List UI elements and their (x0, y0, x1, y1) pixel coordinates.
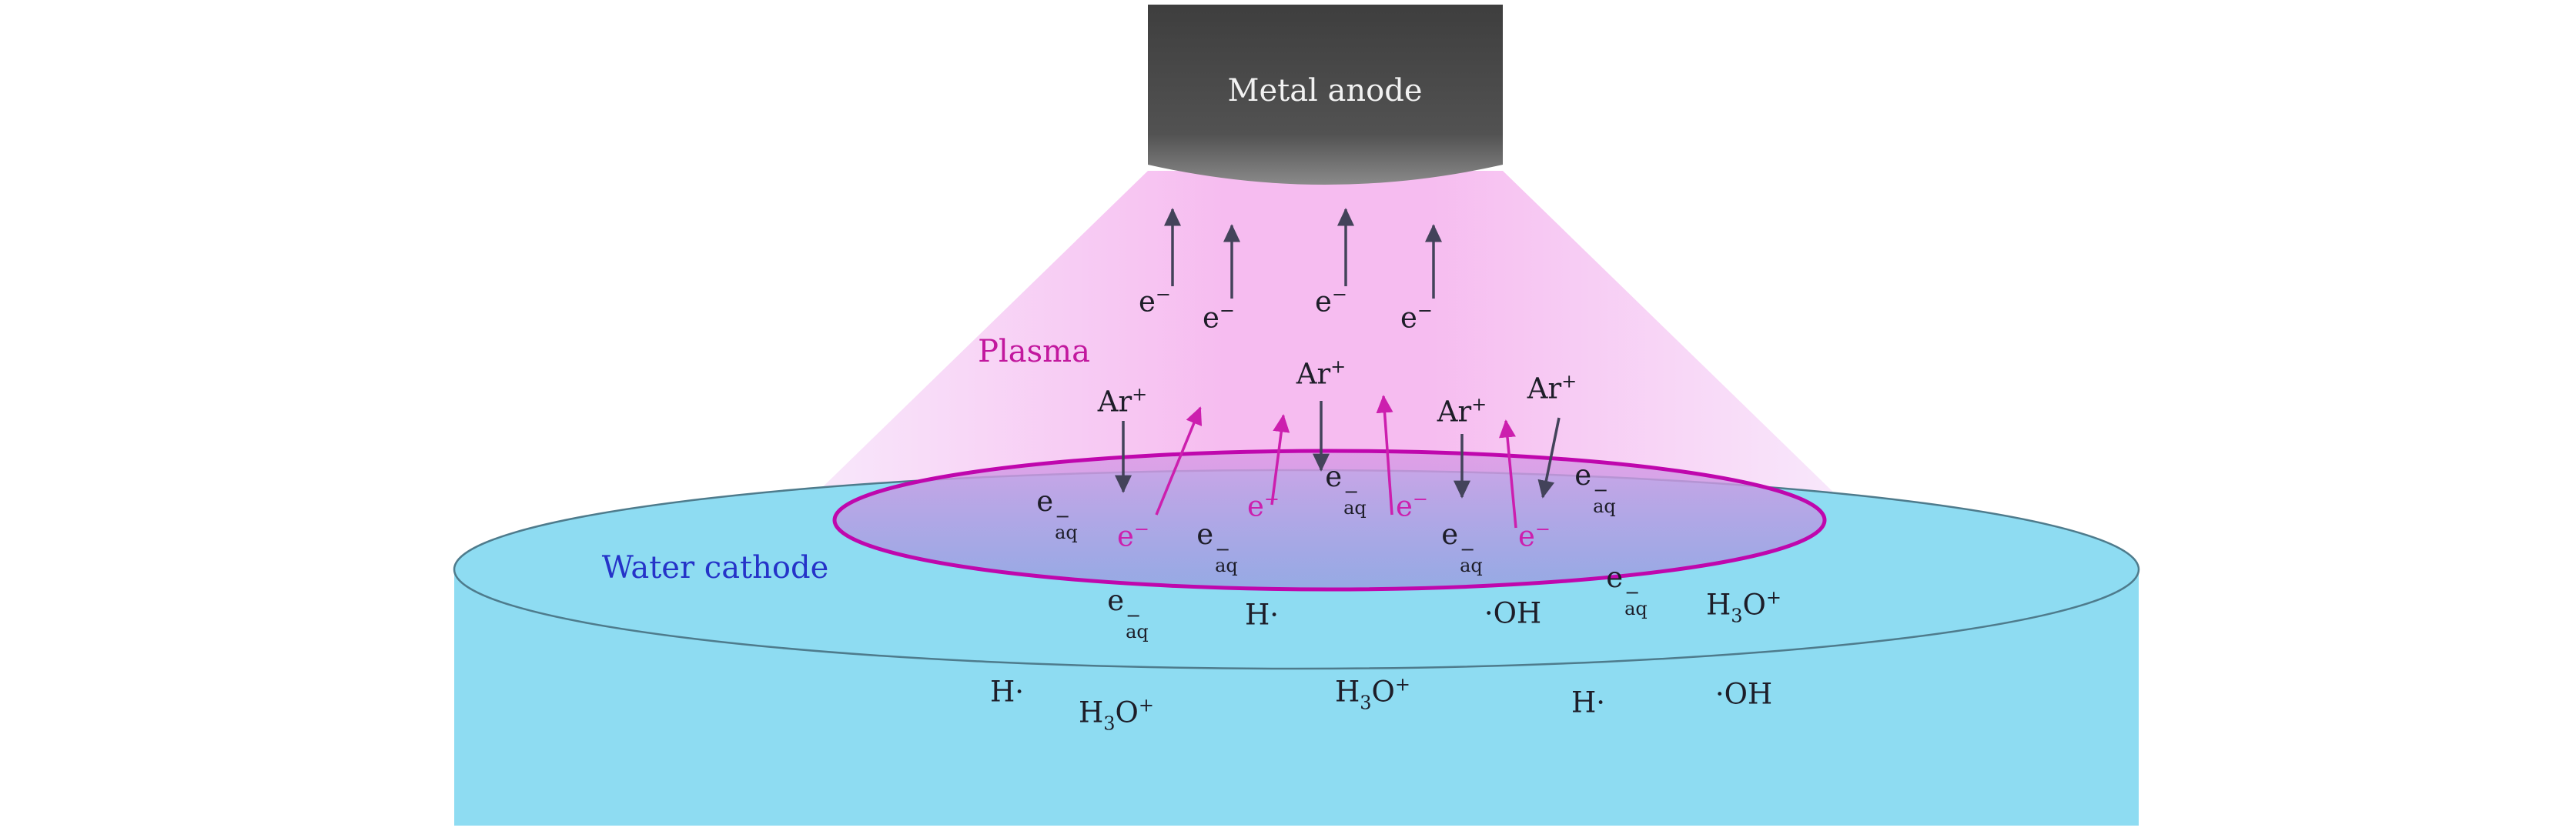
species-label-H3O: H3O+ (1705, 586, 1782, 627)
species-label-Ar: Ar+ (1296, 355, 1347, 391)
anode-label: Metal anode (1227, 73, 1423, 108)
species-label-OHrad: ·OH (1484, 596, 1542, 630)
species-label-eaq: e−aq (1196, 518, 1238, 576)
arrow-magenta (1270, 414, 1290, 506)
species-label-Hrad: H· (1571, 686, 1606, 719)
water-cathode-label: Water cathode (601, 550, 829, 586)
plasma-label: Plasma (978, 334, 1090, 369)
species-label-eaq: e−aq (1441, 518, 1483, 576)
species-label-eaq: e−aq (1107, 584, 1149, 642)
species-label-H3O: H3O+ (1078, 694, 1155, 735)
species-label-e: e− (1138, 283, 1172, 319)
species-label-eaq: e−aq (1606, 561, 1648, 619)
species-label-e: e− (1246, 488, 1280, 523)
arrow-magenta (1499, 419, 1517, 529)
arrow-magenta (1155, 406, 1203, 516)
species-label-eaq: e−aq (1574, 459, 1616, 517)
species-label-e: e− (1202, 299, 1236, 335)
plasma-cone (809, 171, 1842, 500)
plasma-water-interface (832, 449, 1827, 592)
arrow-layer (1114, 208, 1561, 529)
species-label-e: e− (1314, 283, 1348, 319)
species-label-e: e− (1395, 488, 1429, 523)
species-label-OHrad: ·OH (1715, 677, 1773, 711)
metal-anode-shape (1148, 5, 1503, 185)
species-label-e: e− (1517, 518, 1551, 553)
species-label-Ar: Ar+ (1437, 393, 1487, 429)
arrow-dark (1537, 417, 1561, 499)
species-label-Ar: Ar+ (1527, 370, 1577, 405)
species-label-eaq: e−aq (1036, 485, 1078, 543)
species-label-e: e− (1400, 299, 1434, 335)
species-label-Hrad: H· (1244, 598, 1280, 632)
species-label-eaq: e−aq (1325, 460, 1367, 519)
species-label-e: e− (1116, 518, 1150, 553)
species-label-Hrad: H· (989, 675, 1025, 709)
species-label-Ar: Ar+ (1097, 383, 1148, 419)
species-label-H3O: H3O+ (1334, 673, 1411, 714)
arrow-magenta (1376, 395, 1393, 516)
